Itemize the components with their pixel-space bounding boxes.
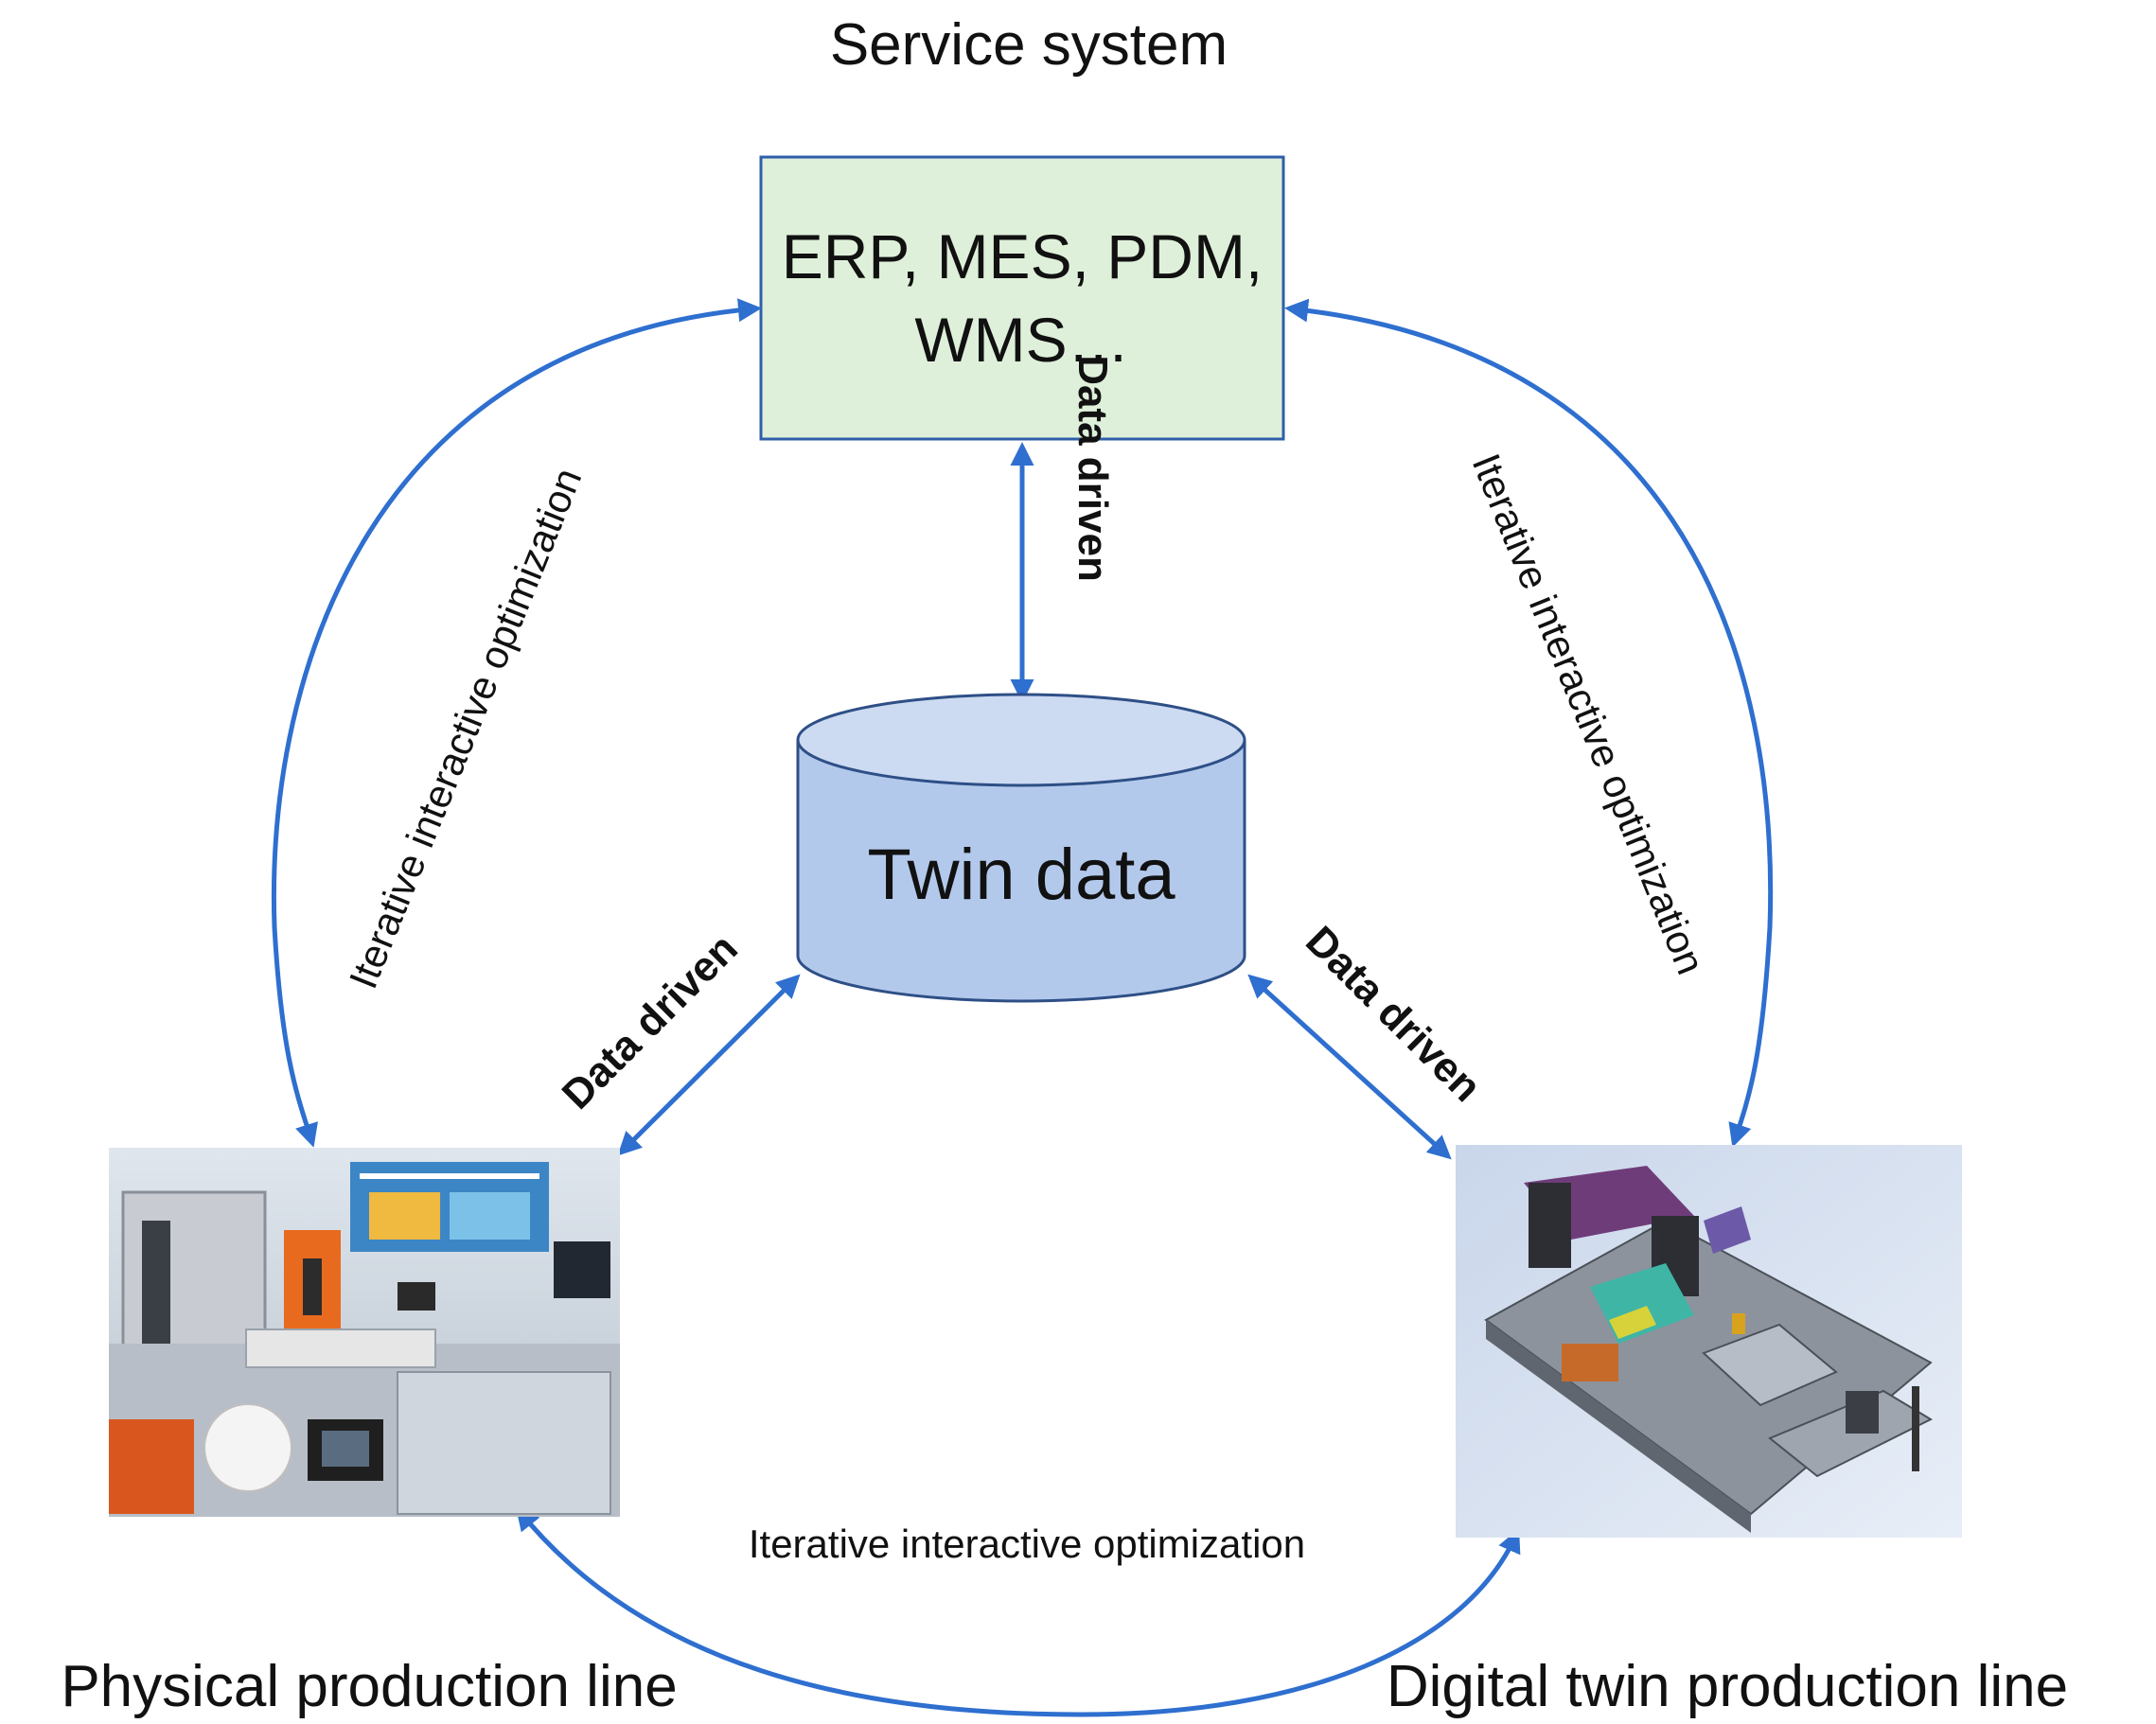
service-system-box: ERP, MES, PDM, WMS… bbox=[759, 155, 1285, 441]
arrow-iter-bottom bbox=[515, 1506, 1521, 1717]
twin-data-label: Twin data bbox=[867, 835, 1175, 915]
data-driven-right-label: Data driven bbox=[1297, 918, 1490, 1111]
arrow-iter-right bbox=[1284, 298, 1774, 1148]
service-box-line-1: ERP, MES, PDM, bbox=[782, 221, 1264, 291]
service-box-line-2: WMS… bbox=[914, 305, 1129, 375]
digital-line-render bbox=[1456, 1145, 1962, 1538]
iter-left-label: Iterative interactive optimization bbox=[341, 462, 591, 994]
iter-bottom-label: Iterative interactive optimization bbox=[749, 1522, 1305, 1566]
physical-line-label: Physical production line bbox=[61, 1654, 677, 1719]
digital-line-label: Digital twin production line bbox=[1387, 1654, 2068, 1719]
physical-line-photo bbox=[109, 1148, 620, 1517]
arrow-iter-left bbox=[271, 298, 762, 1148]
service-system-title: Service system bbox=[830, 12, 1228, 78]
data-driven-left-label: Data driven bbox=[554, 925, 747, 1118]
data-driven-vertical-label: Data driven bbox=[1069, 355, 1116, 582]
twin-data-cylinder: Twin data bbox=[796, 693, 1246, 1003]
